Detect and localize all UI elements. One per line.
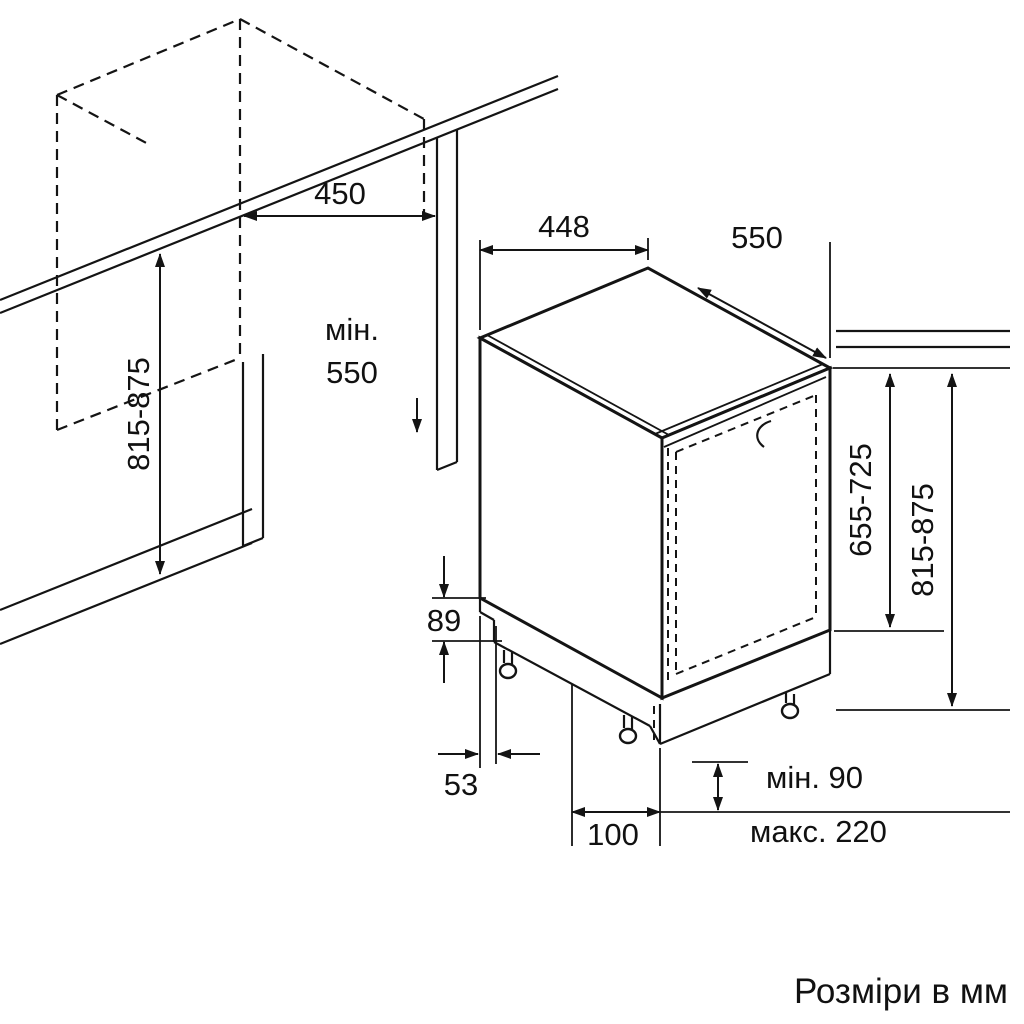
dim-unit-width: 448 — [479, 209, 649, 330]
dim-niche-depth-value: 550 — [326, 355, 378, 390]
dim-adjust-min-label: мін. 90 — [766, 760, 863, 795]
floor-left — [0, 507, 253, 646]
dim-plinth-inset-label: 53 — [444, 767, 478, 802]
door-handle — [756, 419, 772, 448]
dim-niche-depth: мін. 550 — [325, 312, 422, 433]
dim-unit-width-label: 448 — [538, 209, 590, 244]
caption-dimensions-in-mm: Розміри в мм — [794, 972, 1008, 1011]
dim-foot-offset-label: 100 — [587, 817, 639, 852]
cabinet-side-panel — [435, 130, 459, 472]
dim-install-height-label: 655-725 — [843, 443, 878, 557]
adjustable-foot-front — [498, 650, 518, 680]
adjustable-foot-rear — [780, 692, 800, 720]
dim-unit-depth-label: 550 — [731, 220, 783, 255]
countertop-left — [0, 74, 559, 315]
dim-unit-depth: 550 — [697, 220, 831, 359]
dim-foot-offset: 100 — [571, 684, 1010, 852]
dim-niche-height: 815-875 — [121, 253, 165, 575]
dim-plinth-height-label: 89 — [427, 603, 461, 638]
dim-adjust-range: мін. 90 макс. 220 — [692, 760, 887, 849]
cabinet-side-wall — [241, 354, 265, 548]
dim-install-height: 655-725 — [834, 373, 944, 632]
door-dashed-outline — [667, 394, 817, 680]
dim-plinth-height: 89 — [427, 556, 502, 683]
dim-niche-depth-label-min: мін. — [325, 312, 379, 347]
niche-dashed-outline — [55, 17, 426, 432]
dim-adjust-max-label: макс. 220 — [750, 814, 887, 849]
dim-unit-height-label: 815-875 — [905, 483, 940, 597]
dishwasher-body — [476, 266, 834, 746]
dim-niche-width: 450 — [243, 176, 436, 221]
dim-unit-height: 815-875 — [836, 373, 1010, 711]
dim-plinth-inset: 53 — [438, 616, 540, 802]
adjustable-foot-middle — [618, 715, 638, 745]
dim-niche-height-label: 815-875 — [121, 357, 156, 471]
countertop-right — [833, 329, 1010, 369]
dim-niche-width-label: 450 — [314, 176, 366, 211]
